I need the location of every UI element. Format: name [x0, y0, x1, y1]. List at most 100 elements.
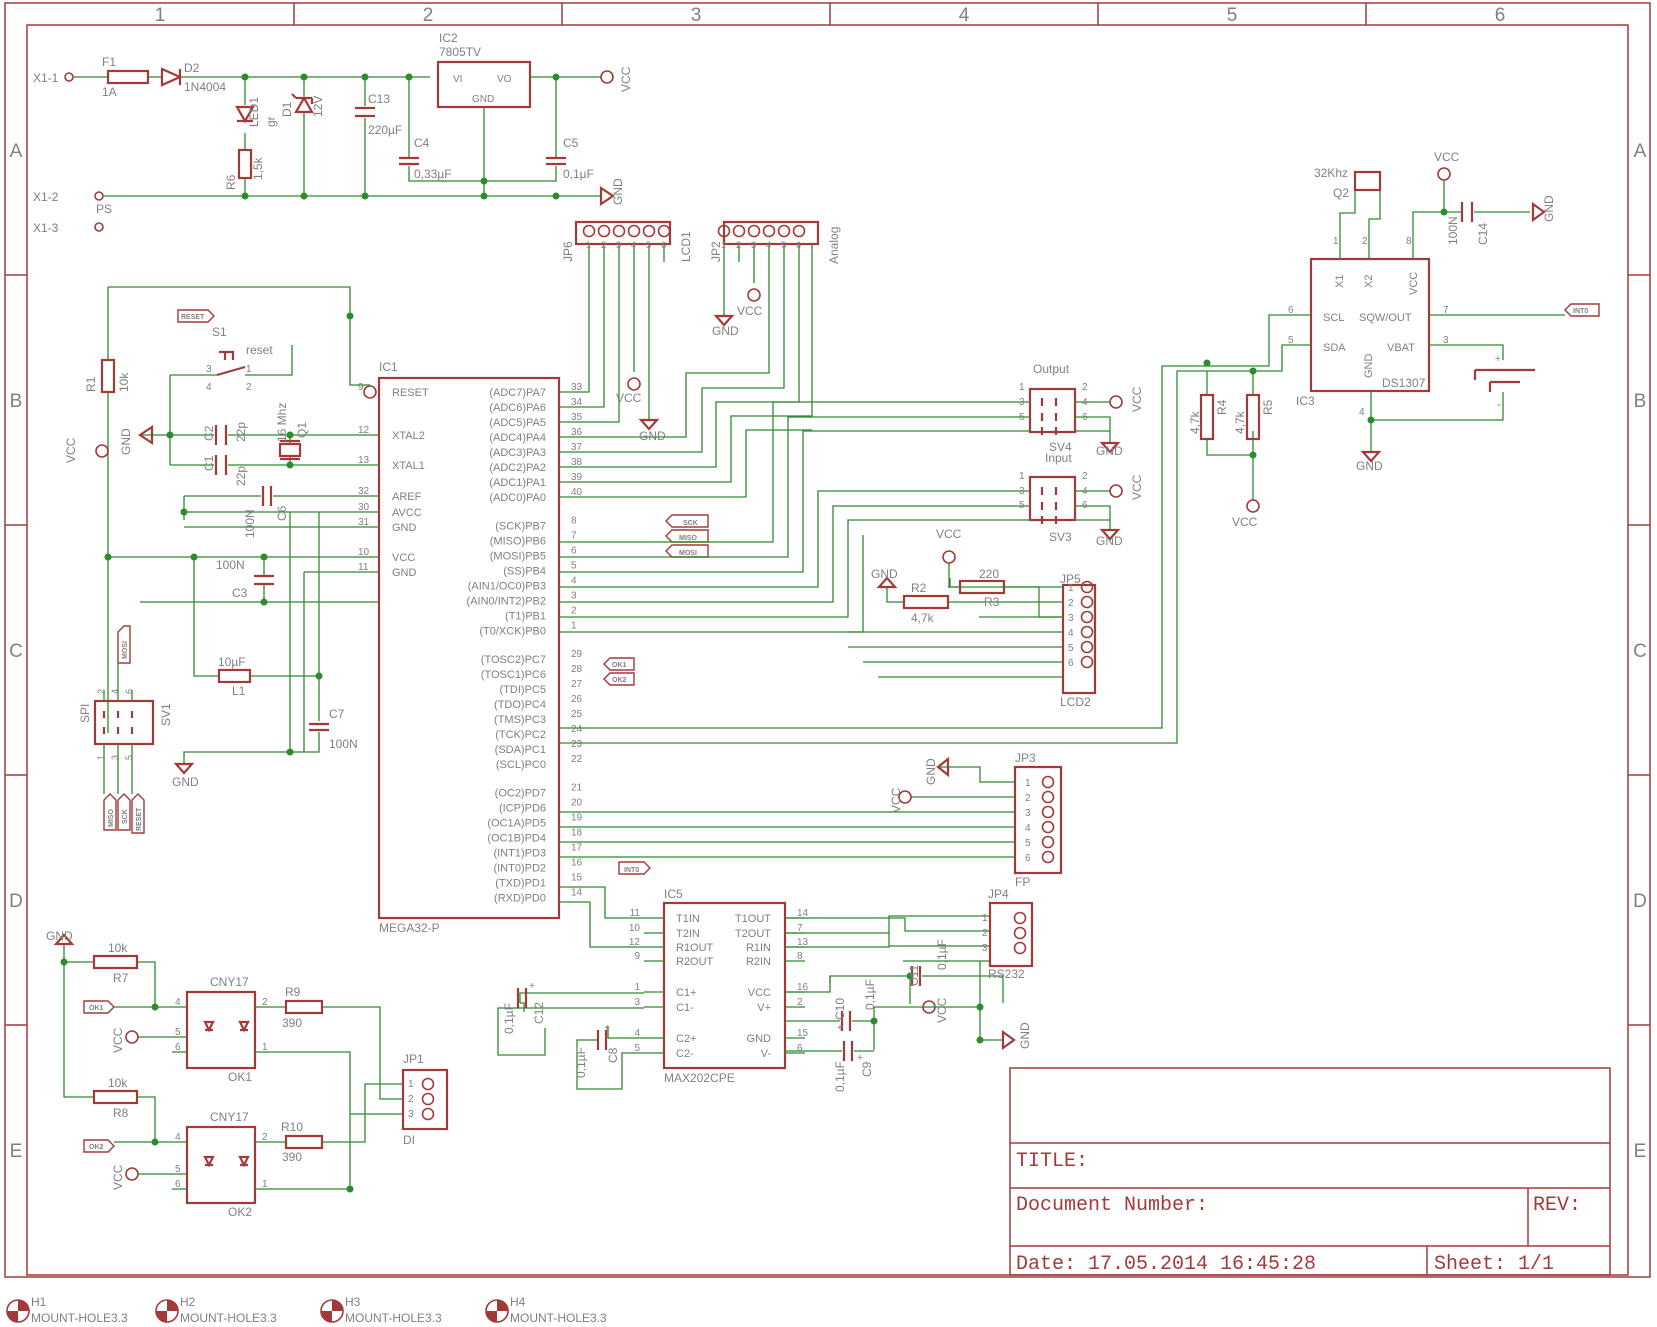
ic1-body: [377, 376, 561, 920]
lcd1-label: LCD1: [679, 231, 693, 262]
ic5-pin-number: 14: [797, 908, 809, 919]
ic5-pin-number: 8: [797, 951, 803, 962]
ic3-pin4: 4: [1359, 407, 1365, 418]
row-a-left: A: [10, 141, 23, 162]
spi-header-sv1: [93, 663, 155, 794]
mount-hole-value: MOUNT-HOLE3.3: [510, 1311, 607, 1325]
ic1-pin-label: (AIN1/OC0)PB3: [468, 581, 546, 593]
mount-hole-name: H4: [510, 1295, 526, 1309]
ic1-pin-number: 27: [571, 679, 583, 690]
ic1-value: MEGA32-P: [379, 921, 440, 935]
ic5-pin-label: V+: [757, 1002, 771, 1014]
ic1-pin-label: (TCK)PC2: [495, 729, 546, 741]
header-pin: [1080, 640, 1094, 654]
ic1-pins: RESET9XTAL212XTAL113AREF32AVCC30GND31VCC…: [358, 382, 583, 905]
header-pin: [1041, 805, 1055, 819]
ic1-pin-number: 25: [571, 709, 583, 720]
optocouplers: [53, 933, 449, 1205]
ic5-pin-label: C1-: [676, 1002, 694, 1014]
jp1-pin3: 3: [408, 1109, 414, 1120]
row-b-left: B: [10, 391, 23, 412]
cny17-ok1-label: CNY17: [210, 975, 249, 989]
header-pin: [582, 224, 596, 238]
header-pin-number: 4: [1068, 628, 1074, 639]
ic3-pin6: 6: [1288, 305, 1294, 316]
c11-plus: +: [910, 974, 916, 985]
di-label: DI: [403, 1133, 415, 1147]
ic5-pin-label: GND: [747, 1033, 772, 1045]
lcd2-label: LCD2: [1060, 695, 1091, 709]
ic5-pin-number: 11: [630, 908, 641, 919]
ic1-pin-label: (SS)PB4: [503, 566, 546, 578]
l1-value: 10µF: [218, 655, 246, 669]
r1-value: 10k: [117, 372, 131, 392]
ic5-pin-number: 9: [634, 951, 640, 962]
ic1-pin-label: (ADC0)PA0: [489, 492, 546, 504]
c8-label: C8: [606, 1047, 620, 1063]
ic1-pin-number: 6: [571, 546, 577, 557]
fp-label: FP: [1015, 875, 1030, 889]
ok1-tag-pc7: OK1: [612, 662, 627, 669]
gnd-power-label: GND: [611, 178, 625, 205]
q1-value: 16 Mhz: [275, 403, 289, 442]
ic1-pin-number: 24: [571, 724, 583, 735]
ic5-pin-label: R1OUT: [676, 942, 714, 954]
ic1-pin-number: 20: [571, 798, 583, 809]
ic1-pin-label: (ADC2)PA2: [489, 462, 546, 474]
jp4-pin3: 3: [982, 943, 988, 954]
ic3-vbat: VBAT: [1387, 342, 1415, 354]
reset-tag-spi: RESET: [136, 807, 143, 831]
ic1-pin-number: 13: [358, 455, 370, 466]
max202-circuit: [497, 886, 1034, 1090]
mount-hole-value: MOUNT-HOLE3.3: [31, 1311, 128, 1325]
header-pin-number: 5: [781, 240, 786, 250]
ic1-pin-number: 4: [571, 576, 577, 587]
ic1-pin-number: 7: [571, 531, 577, 542]
ic3-vcc: VCC: [1408, 272, 1420, 295]
header-pin-number: 5: [1025, 838, 1031, 849]
header-pin: [747, 224, 761, 238]
sck-tag: SCK: [683, 520, 698, 527]
c12-plus: +: [529, 981, 535, 992]
header-pin: [657, 224, 671, 238]
r10-label: R10: [281, 1120, 303, 1134]
ic1-pin-label: GND: [392, 567, 417, 579]
ic1-pin-label: (T1)PB1: [505, 611, 546, 623]
sv3-pin3: 3: [1019, 486, 1025, 497]
ic1-support-circuit: [95, 286, 379, 775]
f1-label: F1: [102, 55, 116, 69]
ic1-pin-label: (ICP)PD6: [499, 803, 546, 815]
r10-value: 390: [282, 1150, 302, 1164]
column-1: 1: [155, 5, 166, 26]
ic2-vo: VO: [497, 74, 512, 85]
r5-label: R5: [1261, 399, 1275, 415]
sck-tag-spi: SCK: [122, 809, 129, 824]
ic1-pin-label: (RXD)PD0: [494, 893, 546, 905]
ic1-pin-label: (TOSC2)PC7: [481, 654, 546, 666]
sv4-pin2: 2: [1082, 382, 1088, 393]
header-pin-number: 3: [1068, 613, 1074, 624]
l1-label: L1: [232, 684, 246, 698]
ic5-pin-label: T2IN: [676, 928, 700, 940]
r4-value: 4,7k: [1188, 410, 1202, 434]
ic1-pin-label: (TMS)PC3: [494, 714, 546, 726]
sv4-pin1: 1: [1019, 382, 1025, 393]
led1-label: LED1: [247, 97, 261, 127]
ic1-pin-number: 40: [571, 487, 583, 498]
header-pin-number: 3: [1025, 808, 1031, 819]
ic5-pin-number: 3: [634, 997, 640, 1008]
row-a-right: A: [1634, 141, 1647, 162]
ic5-value: MAX202CPE: [664, 1071, 735, 1085]
column-5: 5: [1227, 5, 1238, 26]
ic1-pin-number: 16: [571, 858, 583, 869]
gnd-jp6-label: GND: [639, 429, 666, 443]
header-pin-squares: [1040, 398, 1058, 524]
vcc-sv3-label: VCC: [1130, 474, 1144, 500]
title-block: [1009, 1067, 1611, 1276]
sv4-pin6: 6: [1082, 412, 1088, 423]
gnd-sv4-label: GND: [1096, 444, 1123, 458]
row-d-right: D: [1633, 891, 1647, 912]
c6-label: C6: [275, 505, 289, 521]
header-pin: [421, 1107, 435, 1121]
sv4-pin4: 4: [1082, 397, 1088, 408]
